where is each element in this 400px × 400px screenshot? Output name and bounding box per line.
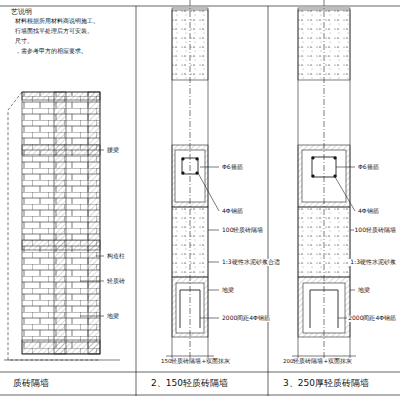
- part-label: 1:3硬性水泥砂浆: [349, 259, 397, 266]
- dimension-text: 200轻质砖隔墙+双面抹灰: [282, 358, 353, 364]
- dimension-text: 150轻质砖隔墙+双面抹灰: [160, 358, 231, 364]
- note-line: 尺寸。: [14, 38, 34, 45]
- part-label: Φ6箍筋: [357, 164, 380, 171]
- drawing-caption: 3、250厚轻质砖隔墙: [282, 378, 370, 388]
- part-label: 地梁: [221, 287, 235, 294]
- part-label: 地梁: [357, 287, 371, 294]
- part-label: 4Φ钢筋: [221, 208, 244, 215]
- drawing-caption: 2、150轻质砖隔墙: [150, 378, 229, 388]
- part-label: 腰梁: [106, 147, 120, 154]
- part-label: 轻质砖: [106, 278, 126, 285]
- part-label: 1:3硬性水泥砂浆合适: [221, 259, 281, 266]
- note-line: 材料根据所用材料商说明施工。: [14, 18, 100, 25]
- drawing-caption: 质砖隔墙: [12, 378, 50, 388]
- note-line: 行墙面找平处理后方可安装。: [14, 28, 94, 35]
- part-label: 构造柱: [106, 253, 126, 260]
- part-label: 100轻质砖隔墙: [354, 227, 397, 234]
- part-label: 4Φ钢筋: [357, 208, 380, 215]
- section-title: 艺说明: [10, 8, 33, 16]
- part-label: 地梁: [106, 313, 120, 320]
- part-label: 100轻质砖隔墙: [221, 227, 264, 234]
- part-label: Φ6箍筋: [221, 164, 244, 171]
- part-label: 2000间距4Φ钢筋: [347, 315, 397, 322]
- part-label: 2000间距4Φ钢筋: [221, 315, 271, 322]
- note-line: ，需参考甲方的相应要求。: [14, 48, 88, 55]
